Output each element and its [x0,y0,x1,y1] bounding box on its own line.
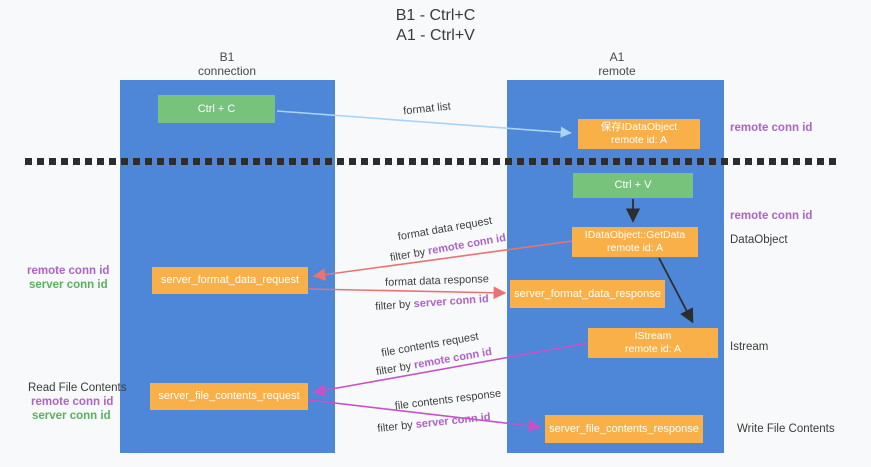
left-column-header: B1 connection [157,50,297,78]
istream-line1: IStream [634,330,672,342]
title-line-1: B1 - Ctrl+C [395,7,476,24]
left-column-name: B1 [219,50,235,64]
filter-by-server-conn-id-2: filter by server conn id [377,411,491,435]
diagram-title: B1 - Ctrl+C A1 - Ctrl+V [0,6,871,46]
filter-by-text: filter by [389,245,430,265]
node-ctrl-v: Ctrl + V [573,173,693,198]
dataobject-label: DataObject [730,234,788,246]
server-format-data-request-label: server_format_data_request [160,274,300,286]
left-server-conn-id-bottom: server conn id [32,410,111,422]
arrow-format-data-response [308,286,507,300]
ctrl-v-label: Ctrl + V [614,179,652,191]
istream-side-label: Istream [730,341,769,353]
right-column-role: remote [598,64,636,78]
filter-by-text: filter by [375,359,416,379]
save-idataobject-line1: 保存IDataObject [600,121,678,133]
save-idataobject-line2: remote id: A [610,134,668,146]
node-server-file-contents-request: server_file_contents_request [150,383,308,410]
title-line-2: A1 - Ctrl+V [396,27,475,44]
left-server-conn-id-mid: server conn id [29,279,108,291]
left-column-role: connection [197,64,257,78]
read-file-contents-label: Read File Contents [28,382,127,394]
node-idataobject-getdata: IDataObject::GetData remote id: A [572,227,698,257]
right-column-header: A1 remote [547,50,687,78]
ctrl-c-label: Ctrl + C [197,102,236,115]
filter-by-server-conn-id-1: filter by server conn id [375,293,489,313]
node-save-idataobject: 保存IDataObject remote id: A [578,119,700,149]
filter-by-text: filter by [374,298,415,313]
istream-line2: remote id: A [624,343,682,355]
server-conn-id-inline: server conn id [415,411,492,431]
left-remote-conn-id-bottom: remote conn id [31,396,114,408]
write-file-contents-label: Write File Contents [737,423,835,435]
server-file-contents-request-label: server_file_contents_request [158,390,300,402]
getdata-line2: remote id: A [606,242,664,254]
filter-by-text: filter by [376,418,417,435]
right-remote-conn-id-mid: remote conn id [730,210,813,222]
node-server-format-data-request: server_format_data_request [152,267,308,294]
format-list-label: format list [402,100,452,118]
right-column-name: A1 [609,50,625,64]
right-remote-conn-id-top: remote conn id [730,122,813,134]
server-file-contents-response-label: server_file_contents_response [549,422,699,435]
dashed-separator-line [25,158,837,165]
left-remote-conn-id-mid: remote conn id [27,265,110,277]
node-istream: IStream remote id: A [588,328,718,358]
file-contents-response-label: file contents response [394,387,502,413]
server-format-data-response-label: server_format_data_response [514,287,661,300]
node-server-file-contents-response: server_file_contents_response [545,415,703,443]
getdata-line1: IDataObject::GetData [584,229,686,241]
server-conn-id-inline: server conn id [413,293,490,311]
node-ctrl-c: Ctrl + C [158,95,275,123]
format-data-response-label: format data response [384,273,490,289]
node-server-format-data-response: server_format_data_response [510,280,665,308]
